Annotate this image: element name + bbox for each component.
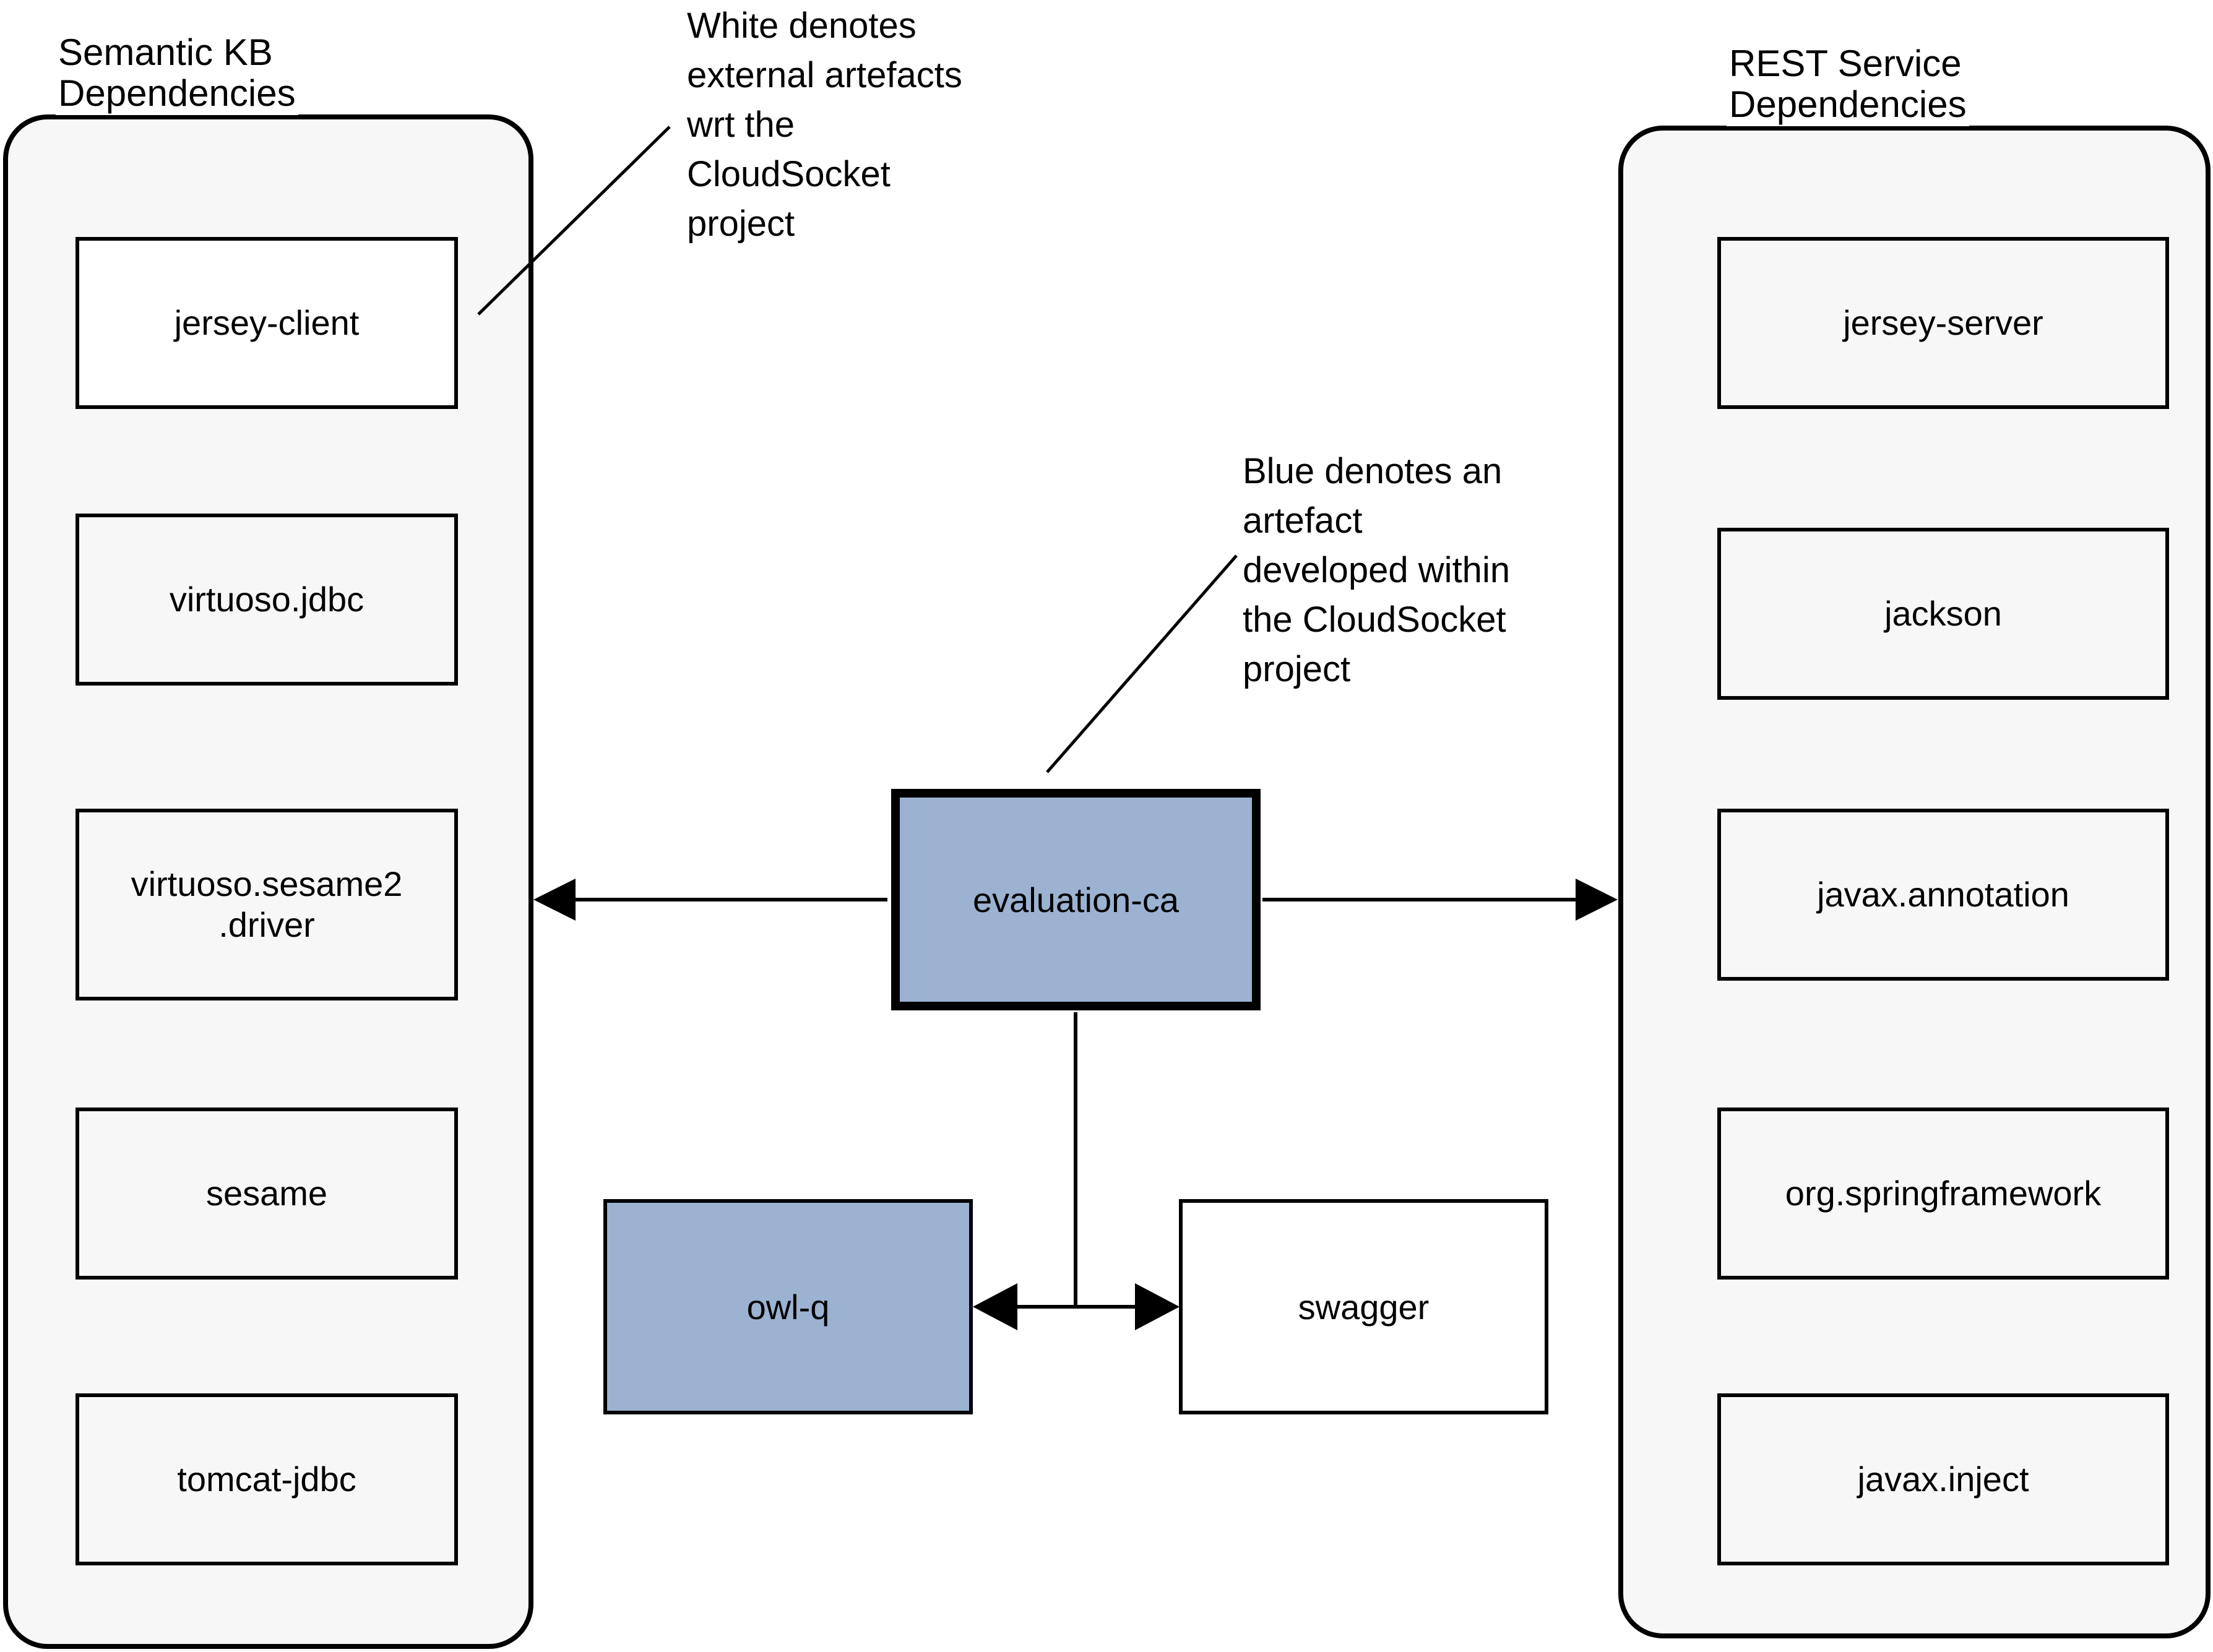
node-evaluation-ca[interactable]: evaluation-ca [891,789,1261,1010]
dependency-box-jersey-server[interactable]: jersey-server [1717,237,2169,409]
dependency-box-jersey-client[interactable]: jersey-client [75,237,458,409]
leader-line-blue-legend [1046,554,1238,773]
arrowhead-swagger [1135,1283,1180,1330]
legend-note-blue-artefacts: Blue denotes an artefact developed withi… [1243,451,1511,689]
group-title-semantic-kb: Semantic KB Dependencies [56,31,298,115]
node-swagger[interactable]: swagger [1179,1199,1548,1414]
arrowhead-right [1576,879,1618,921]
arrowhead-owlq [973,1283,1017,1330]
dependency-box-sesame[interactable]: sesame [75,1108,458,1280]
dependency-box-javax-inject[interactable]: javax.inject [1717,1393,2169,1565]
dependency-box-virtuoso-sesame2-driver[interactable]: virtuoso.sesame2 .driver [75,809,458,1000]
dependency-box-javax-annotation[interactable]: javax.annotation [1717,809,2169,981]
dependency-box-jackson[interactable]: jackson [1717,528,2169,700]
dependency-box-tomcat-jdbc[interactable]: tomcat-jdbc [75,1393,458,1565]
legend-note-white-artefacts: White denotes external artefacts wrt the… [687,6,962,244]
node-owl-q[interactable]: owl-q [603,1199,973,1414]
arrowhead-left [533,879,576,921]
dependency-box-org-springframework[interactable]: org.springframework [1717,1108,2169,1280]
dependency-box-virtuoso-jdbc[interactable]: virtuoso.jdbc [75,514,458,686]
group-title-rest-service: REST Service Dependencies [1727,42,1969,126]
